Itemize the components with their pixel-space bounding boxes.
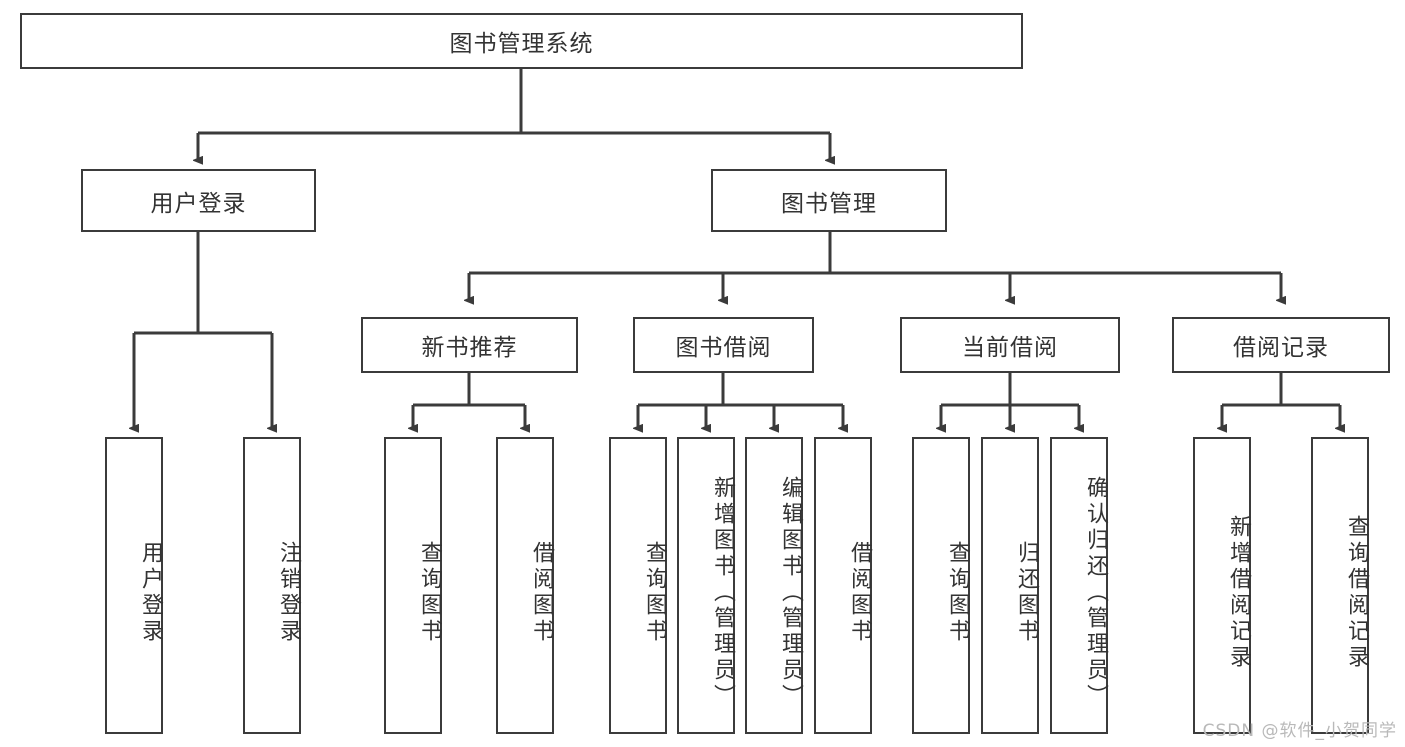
- node-label: 查询图书: [417, 540, 442, 645]
- node-root-book-management-system[interactable]: 图书管理系统: [20, 13, 1023, 69]
- node-label: 新增借阅记录: [1226, 514, 1251, 671]
- leaf-query-book-current[interactable]: 查询图书: [912, 437, 970, 734]
- leaf-add-book-admin[interactable]: 新增图书（管理员）: [677, 437, 735, 734]
- leaf-borrow-book-recommend[interactable]: 借阅图书: [496, 437, 554, 734]
- node-label: 注销登录: [276, 540, 301, 645]
- node-label: 图书管理: [781, 190, 877, 217]
- node-book-management[interactable]: 图书管理: [711, 169, 947, 232]
- node-label: 借阅图书: [529, 540, 554, 645]
- leaf-logout[interactable]: 注销登录: [243, 437, 301, 734]
- node-label: 归还图书: [1014, 540, 1039, 645]
- node-new-book-recommendation[interactable]: 新书推荐: [361, 317, 578, 373]
- node-label: 确认归还（管理员）: [1083, 475, 1108, 710]
- node-borrowing-record[interactable]: 借阅记录: [1172, 317, 1390, 373]
- leaf-return-book[interactable]: 归还图书: [981, 437, 1039, 734]
- node-label: 查询图书: [945, 540, 970, 645]
- node-label: 新书推荐: [421, 335, 518, 361]
- node-label: 借阅图书: [847, 540, 872, 645]
- node-label: 当前借阅: [962, 335, 1058, 361]
- node-label: 查询图书: [642, 540, 667, 645]
- node-label: 新增图书（管理员）: [710, 475, 735, 710]
- node-label: 编辑图书（管理员）: [778, 475, 803, 710]
- node-label: 图书管理系统: [449, 31, 594, 57]
- node-current-borrowing[interactable]: 当前借阅: [900, 317, 1120, 373]
- leaf-confirm-return-admin[interactable]: 确认归还（管理员）: [1050, 437, 1108, 734]
- node-label: 图书借阅: [675, 335, 772, 361]
- leaf-query-book-borrow[interactable]: 查询图书: [609, 437, 667, 734]
- leaf-user-login[interactable]: 用户登录: [105, 437, 163, 734]
- node-label: 用户登录: [150, 190, 247, 217]
- node-user-login[interactable]: 用户登录: [81, 169, 316, 232]
- node-label: 查询借阅记录: [1344, 514, 1369, 671]
- watermark-csdn: CSDN @软件_小贺同学: [1202, 721, 1397, 741]
- node-label: 用户登录: [138, 540, 163, 645]
- node-book-borrowing[interactable]: 图书借阅: [633, 317, 814, 373]
- leaf-query-book-recommend[interactable]: 查询图书: [384, 437, 442, 734]
- leaf-borrow-book[interactable]: 借阅图书: [814, 437, 872, 734]
- leaf-edit-book-admin[interactable]: 编辑图书（管理员）: [745, 437, 803, 734]
- leaf-query-borrow-record[interactable]: 查询借阅记录: [1311, 437, 1369, 734]
- node-label: 借阅记录: [1233, 335, 1329, 361]
- leaf-add-borrow-record[interactable]: 新增借阅记录: [1193, 437, 1251, 734]
